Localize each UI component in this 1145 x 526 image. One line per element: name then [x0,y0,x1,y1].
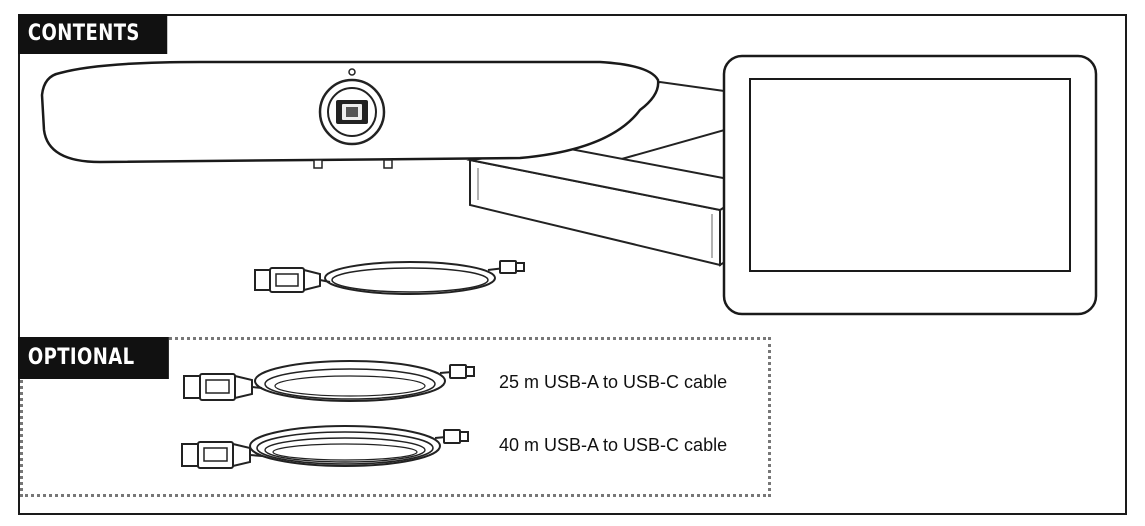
contents-heading-text: CONTENTS [27,21,140,46]
optional-heading: OPTIONAL [18,337,169,379]
optional-section [20,337,771,497]
optional-heading-text: OPTIONAL [27,345,135,370]
contents-heading: CONTENTS [18,14,168,54]
optional-cable-25m-label: 25 m USB-A to USB-C cable [499,372,728,392]
optional-cable-40m-label: 40 m USB-A to USB-C cable [499,435,728,455]
